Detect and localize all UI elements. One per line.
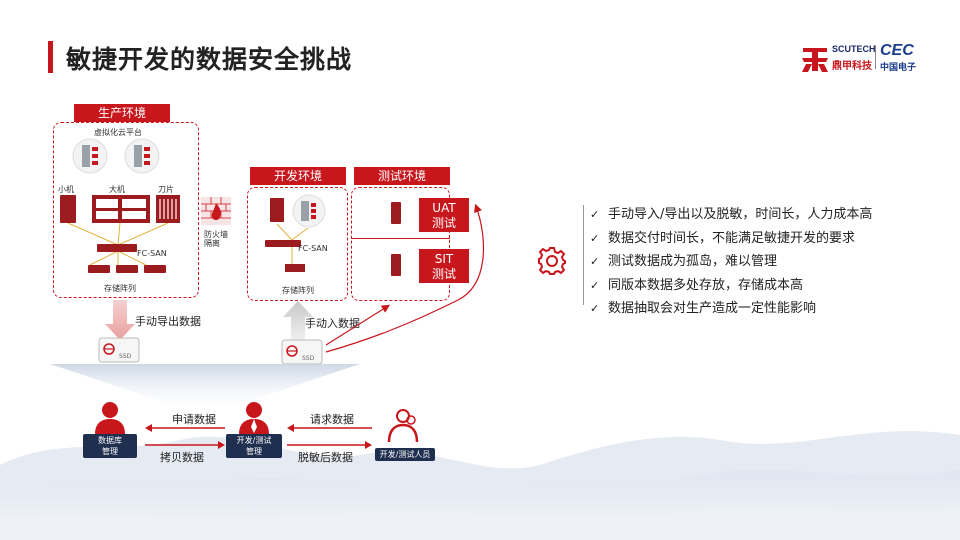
cec-logo-en: CEC [880,42,914,59]
uat-server-icon [391,202,401,224]
production-env-label: 生产环境 [74,104,170,122]
logo-separator [875,45,876,69]
dev-storage-icon [285,264,305,272]
firewall-icon [201,197,231,225]
dev-server-icon [270,198,284,222]
masked-arrow-icon [287,441,372,449]
fc-switch-icon [97,244,137,252]
import-flow-label: 手动入数据 [305,317,360,330]
apply-data-label: 申请数据 [172,413,216,426]
production-storage-label: 存储阵列 [104,284,136,293]
uat-test-block: UAT 测试 [419,198,469,232]
test-env-box [351,187,450,301]
production-san-label: FC-SAN [137,249,167,258]
scutech-logo-icon [802,48,828,72]
storage-unit-icon [144,265,166,273]
dev-fc-switch-icon [265,240,301,247]
dev-storage-label: 存储阵列 [282,286,314,295]
check-icon: ✓ [590,302,600,315]
logo-brand-cn: 鼎甲科技 [832,61,872,72]
test-env-label: 测试环境 [354,167,450,185]
page-title: 敏捷开发的数据安全挑战 [66,45,353,74]
dev-env-box [247,187,348,301]
challenge-list: ✓手动导入/导出以及脱敏，时间长，人力成本高 ✓数据交付时间长，不能满足敏捷开发… [590,203,872,321]
check-icon: ✓ [590,231,600,245]
cloud-platform-label: 虚拟化云平台 [94,128,142,137]
production-env-box [53,122,199,298]
list-item: ✓数据抽取会对生产造成一定性能影响 [590,301,817,316]
title-accent-bar [48,41,53,73]
copy-arrow-icon [145,441,225,449]
ssd-export-icon [98,337,140,363]
dev-san-links [276,224,309,264]
firewall-label: 防火墙 隔离 [204,230,228,248]
import-up-arrow-icon [283,301,313,341]
copy-data-label: 拷贝数据 [160,451,204,464]
ssd-to-test-arrows [325,203,485,353]
server-label-mainframe: 大机 [109,185,125,194]
dev-host-icon [292,194,326,228]
server-label-mini: 小机 [58,185,74,194]
check-icon: ✓ [590,255,600,268]
challenge-divider [583,205,584,305]
cloud-host-icon [72,138,108,174]
db-admin-person-icon [95,402,125,434]
cloud-host-icon [124,138,160,174]
mountain-background [0,431,960,540]
list-item: ✓测试数据成为孤岛，难以管理 [590,254,778,269]
storage-unit-icon [116,265,138,273]
production-san-links [67,223,169,266]
request-data-label: 请求数据 [310,413,354,426]
sit-test-block: SIT 测试 [419,249,469,283]
masked-data-label: 脱敏后数据 [298,451,353,464]
fan-highlight [50,364,360,404]
db-admin-tag: 数据库 管理 [83,434,137,458]
dev-san-label: FC-SAN [298,244,328,253]
dev-users-group-icon [387,409,419,443]
dev-users-tag: 开发/测试人员 [375,448,435,461]
check-icon: ✓ [590,278,600,292]
export-flow-label: 手动导出数据 [135,315,201,328]
request-arrow-icon [287,424,372,432]
sit-server-icon [391,254,401,276]
server-label-blade: 刀片 [158,185,174,194]
ssd-import-label: SSD [302,355,315,362]
ssd-export-label: SSD [119,353,132,360]
blade-server-icon [156,195,180,223]
check-icon: ✓ [590,208,600,221]
list-item: ✓手动导入/导出以及脱敏，时间长，人力成本高 [590,207,873,222]
list-item: ✓数据交付时间长，不能满足敏捷开发的要求 [590,230,856,246]
logo-brand-en: SCUTECH [832,44,876,54]
minicomputer-icon [60,195,76,223]
export-down-arrow-icon [105,300,135,340]
dev-env-label: 开发环境 [250,167,346,185]
storage-unit-icon [88,265,110,273]
list-item: ✓同版本数据多处存放，存储成本高 [590,277,804,293]
dev-admin-person-icon [239,402,269,434]
gear-icon [538,247,566,275]
apply-arrow-icon [145,424,225,432]
mainframe-icon [92,195,150,223]
cec-logo-cn: 中国电子 [880,63,917,73]
test-env-divider [351,238,450,239]
dev-admin-tag: 开发/测试 管理 [226,434,282,458]
